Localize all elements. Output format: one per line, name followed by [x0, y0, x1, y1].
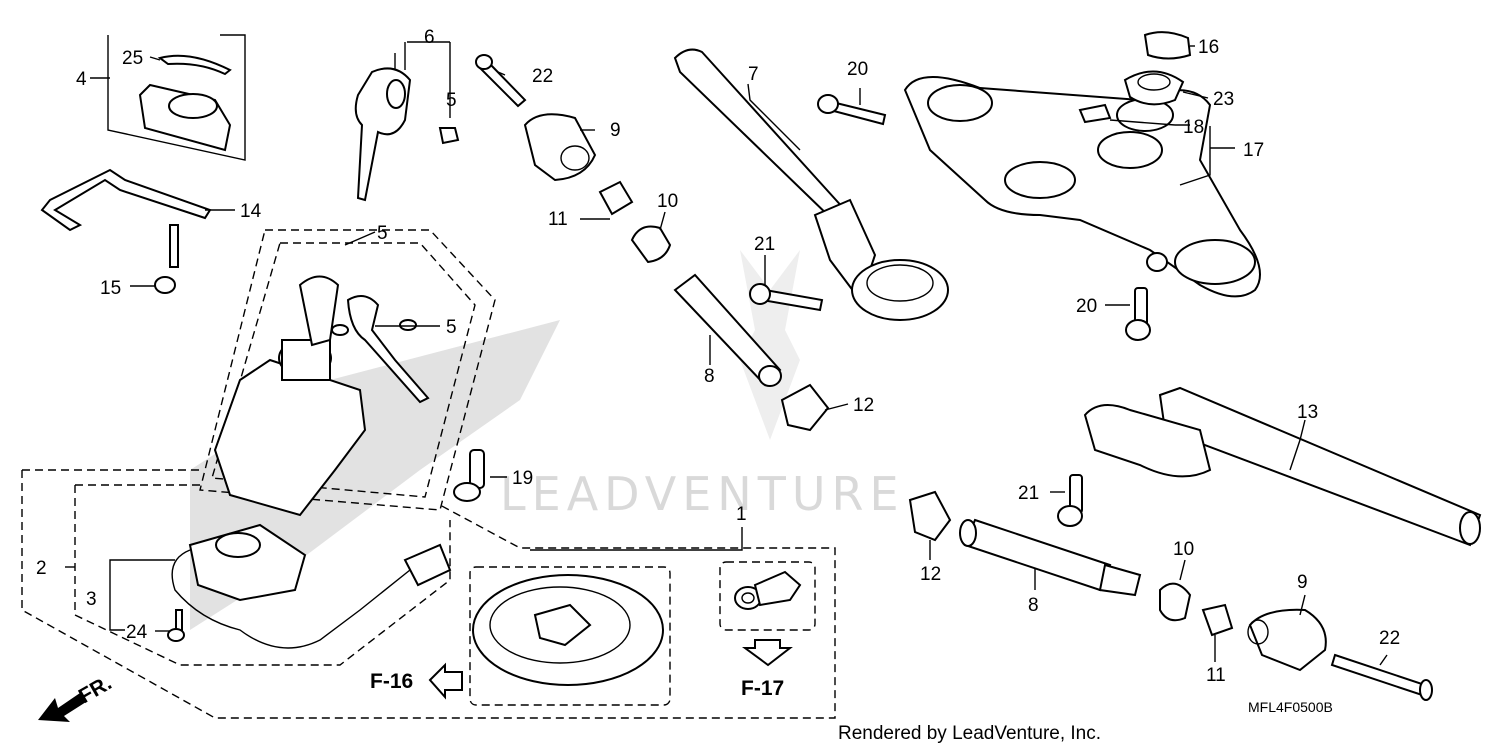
- watermark-text: LEADVENTURE: [500, 467, 905, 521]
- part-19-screw: [453, 449, 485, 502]
- ref-arrow-f16[interactable]: [428, 662, 463, 700]
- part-18-plate: [1078, 103, 1112, 124]
- part-10-collar-lower: [1159, 582, 1192, 622]
- part-7-handlebar: [673, 48, 949, 321]
- callout-5b: 5: [377, 223, 388, 244]
- part-23-nut: [1123, 70, 1185, 106]
- callout-9b: 9: [1297, 572, 1308, 593]
- callout-22b: 22: [1379, 628, 1400, 649]
- callout-5c: 5: [446, 317, 457, 338]
- part-13-handlebar: [1083, 386, 1482, 547]
- callout-9a: 9: [610, 120, 621, 141]
- callout-12b: 12: [920, 564, 941, 585]
- part-21-bolt-lower: [1057, 474, 1083, 527]
- part-17-top-bridge: [903, 76, 1261, 298]
- ignition-switch: [213, 275, 430, 517]
- callout-20b: 20: [1076, 296, 1097, 317]
- lock-cylinder: [734, 570, 802, 610]
- part-4-group: [107, 34, 246, 161]
- callout-11a: 11: [548, 209, 568, 230]
- callout-4: 4: [76, 69, 87, 90]
- callout-1: 1: [736, 504, 747, 525]
- callout-12a: 12: [853, 395, 874, 416]
- part-12-weight-top: [780, 383, 830, 432]
- part-16-cap: [1143, 31, 1192, 60]
- part-12-weight-lower: [908, 490, 952, 542]
- callout-labels: 1 2 3 4 5 5 5 6 7 8 8 9 9 10 10 11 11 12…: [36, 27, 1400, 686]
- part-21-bolt-upper: [749, 283, 824, 312]
- part-6-key: [354, 67, 460, 202]
- callout-20a: 20: [847, 59, 868, 80]
- callout-2: 2: [36, 558, 47, 579]
- ref-f16-label[interactable]: F-16: [370, 670, 413, 693]
- callout-24: 24: [126, 622, 148, 643]
- callout-10b: 10: [1173, 539, 1194, 560]
- part-22-bolt-lower: [1330, 653, 1433, 701]
- credit-text: Rendered by LeadVenture, Inc.: [838, 723, 1101, 744]
- part-11-clip-lower: [1201, 603, 1234, 637]
- callout-22a: 22: [532, 66, 553, 87]
- callout-21a: 21: [754, 234, 775, 255]
- leader-lines: [65, 41, 1388, 666]
- callout-11b: 11: [1206, 665, 1226, 686]
- part-8-pin-top: [673, 273, 782, 387]
- callout-14: 14: [240, 201, 262, 222]
- callout-6: 6: [424, 27, 435, 48]
- callout-5a: 5: [446, 90, 457, 111]
- callout-8a: 8: [704, 366, 715, 387]
- part-22-bolt-top: [475, 54, 527, 108]
- callout-13: 13: [1297, 402, 1318, 423]
- diagram-code: MFL4F0500B: [1248, 699, 1333, 715]
- callout-10a: 10: [657, 191, 678, 212]
- callout-19: 19: [512, 468, 533, 489]
- callout-25: 25: [122, 48, 143, 69]
- ref-f17-label[interactable]: F-17: [741, 677, 784, 700]
- callout-15: 15: [100, 278, 121, 299]
- callout-17: 17: [1243, 140, 1264, 161]
- part-20-bolt-lower: [1125, 287, 1151, 341]
- part-20-bolt-upper: [817, 94, 887, 126]
- callout-16: 16: [1198, 37, 1219, 58]
- fuel-cap: [472, 574, 664, 686]
- part-9-bar-end-lower: [1247, 608, 1327, 672]
- callout-18: 18: [1183, 117, 1204, 138]
- part-10-collar-top: [630, 225, 672, 264]
- part-14-bracket: [40, 168, 212, 232]
- part-3-sensor: [167, 523, 452, 649]
- front-arrow-icon: [38, 693, 86, 722]
- callout-7: 7: [748, 64, 759, 85]
- part-8-pin-lower: [959, 518, 1142, 597]
- callout-23: 23: [1213, 89, 1234, 110]
- assembly-boxes: [21, 229, 836, 719]
- part-9-bar-end-top: [523, 113, 597, 182]
- callout-21b: 21: [1018, 483, 1039, 504]
- callout-3: 3: [86, 589, 97, 610]
- callout-8b: 8: [1028, 595, 1039, 616]
- ref-arrow-f17[interactable]: [741, 639, 793, 667]
- part-11-clip-top: [598, 180, 634, 216]
- part-15-screw: [154, 224, 179, 294]
